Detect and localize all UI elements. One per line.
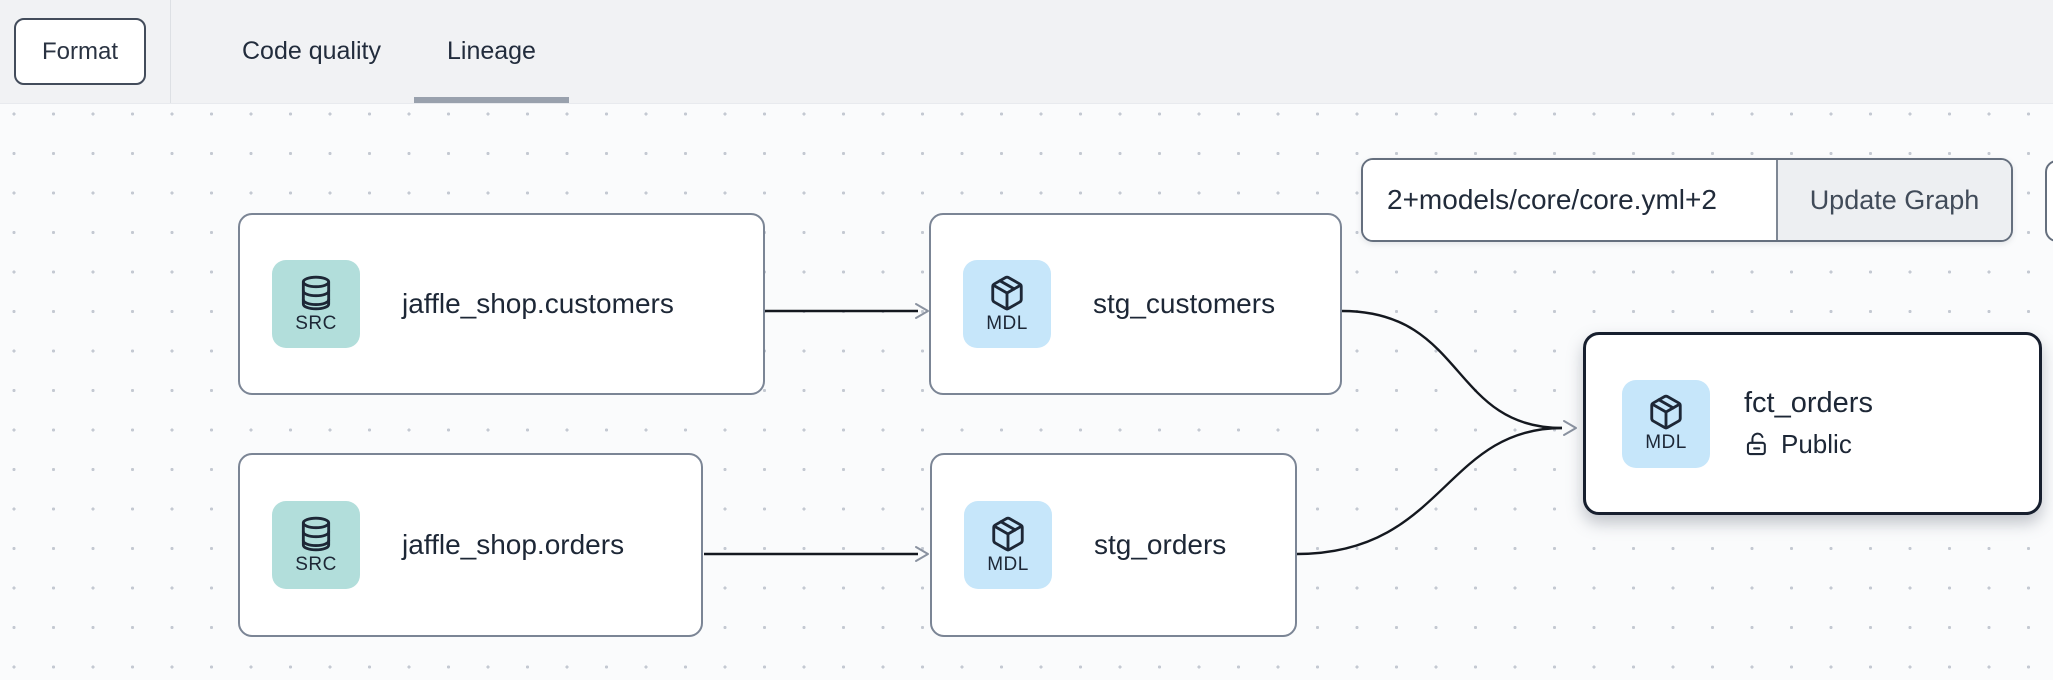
- node-text: fct_orders Public: [1744, 387, 1873, 460]
- package-icon: [991, 275, 1023, 310]
- tab-bar: Code quality Lineage: [171, 0, 569, 103]
- model-badge: MDL: [964, 501, 1052, 589]
- badge-label: MDL: [1645, 432, 1687, 453]
- access-label: Public: [1781, 429, 1852, 459]
- badge-label: MDL: [987, 553, 1029, 575]
- node-fct-orders[interactable]: MDL fct_orders Public: [1583, 332, 2042, 515]
- toolbar: Format Code quality Lineage: [0, 0, 2053, 104]
- database-icon: [301, 275, 331, 310]
- source-badge: SRC: [272, 260, 360, 348]
- tab-code-quality[interactable]: Code quality: [242, 37, 381, 65]
- lock-open-icon: [1746, 432, 1766, 456]
- access-row: Public: [1744, 429, 1873, 460]
- node-title: stg_customers: [1093, 288, 1276, 319]
- source-badge: SRC: [272, 501, 360, 589]
- node-title: fct_orders: [1744, 387, 1873, 419]
- format-section: Format: [0, 0, 171, 103]
- graph-controls: Update Graph: [1361, 158, 2013, 242]
- format-button[interactable]: Format: [14, 18, 147, 85]
- badge-label: SRC: [295, 553, 337, 575]
- tab-lineage[interactable]: Lineage: [413, 0, 569, 103]
- database-icon: [301, 516, 331, 551]
- model-badge: MDL: [1622, 379, 1710, 468]
- model-badge: MDL: [963, 260, 1051, 348]
- node-jaffle-shop-customers[interactable]: SRC jaffle_shop.customers: [238, 213, 765, 395]
- badge-label: SRC: [295, 312, 337, 334]
- partial-edge-button[interactable]: [2045, 160, 2053, 242]
- node-jaffle-shop-orders[interactable]: SRC jaffle_shop.orders: [238, 453, 703, 637]
- badge-label: MDL: [986, 312, 1028, 334]
- node-title: jaffle_shop.orders: [402, 529, 625, 560]
- package-icon: [992, 516, 1024, 551]
- node-title: jaffle_shop.customers: [402, 288, 674, 319]
- model-selector-input[interactable]: [1363, 160, 1776, 240]
- package-icon: [1650, 394, 1682, 430]
- node-title: stg_orders: [1094, 529, 1227, 560]
- node-stg-orders[interactable]: MDL stg_orders: [930, 453, 1297, 637]
- node-stg-customers[interactable]: MDL stg_customers: [929, 213, 1342, 395]
- update-graph-button[interactable]: Update Graph: [1776, 160, 2011, 240]
